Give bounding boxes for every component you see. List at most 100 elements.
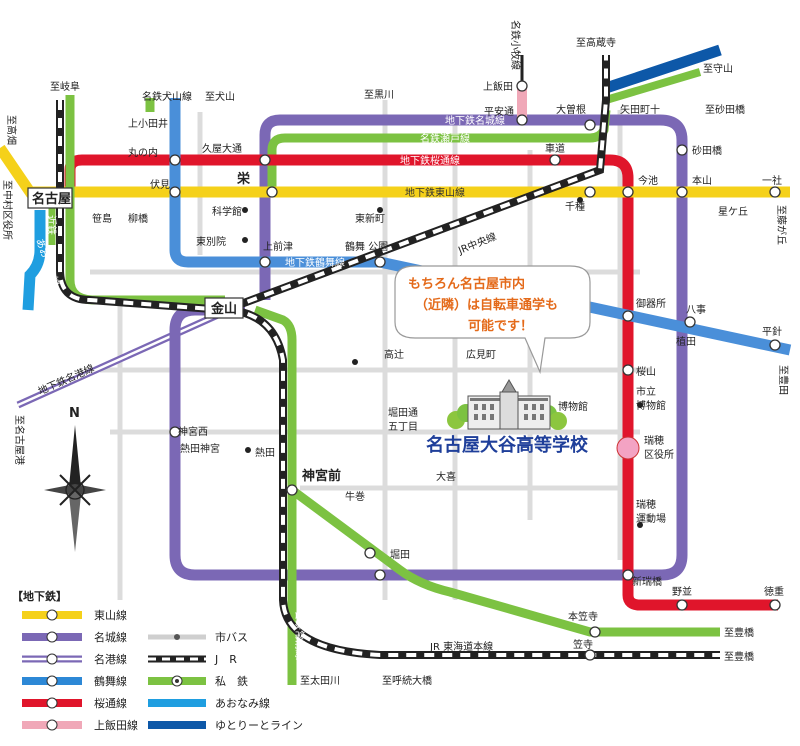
school-building-icon bbox=[447, 379, 567, 430]
bus-stop-dots bbox=[242, 197, 643, 528]
svg-text:J R: J R bbox=[214, 653, 237, 666]
label-mizuho-undojo2: 運動場 bbox=[636, 512, 666, 525]
dest-toyohashi-meitetsu: 至豊橋 bbox=[724, 626, 754, 639]
label-kuyakusho: 区役所 bbox=[644, 448, 674, 461]
label-yagoto: 八事 bbox=[686, 303, 706, 316]
kintetsu-label: 近鉄 bbox=[45, 215, 58, 235]
label-kamimaezu: 上前津 bbox=[263, 240, 293, 253]
svg-text:N: N bbox=[69, 406, 80, 421]
svg-text:名港線: 名港線 bbox=[94, 652, 127, 666]
svg-text:ゆとりーとライン: ゆとりーとライン bbox=[215, 719, 303, 732]
svg-text:（近隣）は自転車通学も: （近隣）は自転車通学も bbox=[415, 297, 558, 313]
seto-line-label: 名鉄瀬戸線 bbox=[420, 132, 470, 145]
label-atsutajingu: 熱田神宮 bbox=[180, 442, 220, 455]
label-kagakukan: 科学館 bbox=[212, 205, 242, 218]
label-daiki: 大喜 bbox=[436, 470, 456, 483]
label-tsurumai: 鶴舞 公園 bbox=[345, 240, 388, 253]
svg-text:東山線: 東山線 bbox=[94, 608, 127, 622]
label-heian: 平安通 bbox=[484, 105, 514, 118]
station-nagoya: 名古屋 bbox=[27, 187, 73, 209]
legend-item-bus: 市バス bbox=[148, 630, 248, 644]
svg-text:上飯田線: 上飯田線 bbox=[94, 718, 138, 732]
label-ushimaki: 牛巻 bbox=[345, 490, 365, 503]
compass-icon: N bbox=[44, 406, 106, 552]
legend-item-higashiyama: 東山線 bbox=[22, 608, 127, 622]
meijo-line-label: 地下鉄名城線 bbox=[445, 114, 505, 127]
label-hirokoji: 広見町 bbox=[466, 348, 496, 361]
svg-text:あおなみ線: あおなみ線 bbox=[215, 696, 270, 710]
svg-text:名城線: 名城線 bbox=[94, 630, 127, 644]
label-mizuho: 瑞穂 bbox=[644, 434, 664, 447]
dest-inuyama: 至犬山 bbox=[205, 90, 235, 103]
yutorito-line bbox=[604, 44, 722, 94]
label-shinmizuhobashi: 新瑞橋 bbox=[632, 575, 662, 588]
label-imaike: 今池 bbox=[638, 174, 658, 187]
legend-title: 【地下鉄】 bbox=[12, 589, 67, 603]
legend-item-meiko: 名港線 bbox=[22, 652, 127, 666]
label-fushimi: 伏見 bbox=[150, 178, 170, 191]
bus-road-grid bbox=[90, 100, 650, 600]
label-chikusa: 千種 bbox=[565, 200, 585, 213]
label-kamiotai: 上小田井 bbox=[128, 117, 168, 130]
label-higashibetsuin: 東別院 bbox=[196, 235, 226, 248]
meijo-line bbox=[169, 114, 688, 581]
label-gochome: 五丁目 bbox=[388, 422, 418, 433]
meiko-label: 地下鉄名港線 bbox=[36, 361, 96, 397]
label-takatsuji: 高辻 bbox=[384, 348, 404, 361]
label-hirabari: 平針 bbox=[762, 325, 782, 338]
label-yada: 矢田町十 bbox=[620, 103, 660, 116]
label-higashishinmachi: 東新町 bbox=[355, 212, 385, 225]
label-ozone: 大曽根 bbox=[556, 103, 586, 116]
label-uetada: 植田 bbox=[676, 335, 696, 348]
dest-takabata: 至高畑 bbox=[5, 115, 18, 145]
label-sunada: 砂田橋 bbox=[692, 144, 722, 157]
svg-text:可能です！: 可能です！ bbox=[468, 318, 533, 334]
svg-text:金山: 金山 bbox=[210, 301, 237, 317]
label-jingunishi: 神宮西 bbox=[178, 425, 208, 438]
label-atsuta: 熱田 bbox=[255, 446, 275, 459]
label-hoshigaoka: 星ケ丘 bbox=[718, 206, 748, 218]
legend-item-private: 私 鉄 bbox=[148, 674, 248, 688]
jr-lines bbox=[56, 55, 720, 659]
dest-yobitsugi: 至呼続大橋 bbox=[382, 674, 432, 687]
aonami-line bbox=[22, 210, 46, 311]
tsurumai-line-label: 地下鉄鶴舞線 bbox=[285, 256, 345, 269]
dest-toyota: 至豊田 bbox=[777, 365, 790, 395]
legend-item-sakuradori: 桜通線 bbox=[22, 696, 127, 710]
label-kasadera: 笠寺 bbox=[573, 638, 593, 651]
label-marunouchi: 丸の内 bbox=[128, 146, 158, 159]
label-issha: 一社 bbox=[762, 174, 782, 187]
station-markers bbox=[169, 80, 781, 661]
jr-tokaido-label: JR 東海道本線 bbox=[429, 640, 493, 653]
legend-item-meijo: 名城線 bbox=[22, 630, 127, 644]
dest-gifu: 至岐阜 bbox=[50, 80, 80, 93]
label-nonami: 野並 bbox=[672, 585, 692, 598]
dest-kozoji: 至高蔵寺 bbox=[576, 36, 616, 49]
svg-text:名古屋: 名古屋 bbox=[32, 191, 71, 207]
dest-nakamura: 至中村区役所 bbox=[1, 180, 14, 240]
label-horita: 堀田 bbox=[390, 549, 410, 561]
higashiyama-line-label: 地下鉄東山線 bbox=[405, 186, 465, 199]
dest-fujigaoka: 至藤が丘 bbox=[775, 205, 788, 245]
dest-meitetsu-komaki: 名鉄小牧線 bbox=[509, 20, 522, 70]
legend-item-tsurumai: 鶴舞線 bbox=[22, 674, 127, 688]
legend-item-yutorito: ゆとりーとライン bbox=[148, 719, 303, 732]
label-motokasadera: 本笠寺 bbox=[568, 610, 598, 623]
label-yanagibashi: 柳橋 bbox=[128, 212, 148, 225]
svg-text:もちろん名古屋市内: もちろん名古屋市内 bbox=[408, 276, 525, 292]
label-horitadori: 堀田通 bbox=[388, 407, 418, 419]
moriyama-line bbox=[604, 68, 702, 104]
speech-bubble: もちろん名古屋市内 （近隣）は自転車通学も 可能です！ bbox=[394, 265, 591, 375]
station-sakae: 栄 bbox=[236, 171, 251, 187]
legend-item-jr: J R bbox=[148, 653, 237, 666]
destination-labels: 至岐阜 至犬山 名鉄小牧線 至高蔵寺 至守山 至黒川 至砂田橋 至高畑 至中村区… bbox=[1, 20, 790, 687]
sakuradori-line-label: 地下鉄桜通線 bbox=[400, 154, 460, 167]
label-sasashima: 笹島 bbox=[92, 212, 112, 225]
svg-text:桜通線: 桜通線 bbox=[94, 696, 127, 710]
label-mizuho-undojo1: 瑞穂 bbox=[636, 498, 656, 511]
meitetsu-tokoname-label: 名鉄常滑線 bbox=[293, 610, 306, 660]
legend: 【地下鉄】 東山線 名城線 名港線 鶴舞線 桜通線 bbox=[12, 589, 303, 732]
dest-sunadabashi: 至砂田橋 bbox=[705, 103, 745, 116]
station-jingumae: 神宮前 bbox=[302, 468, 341, 484]
